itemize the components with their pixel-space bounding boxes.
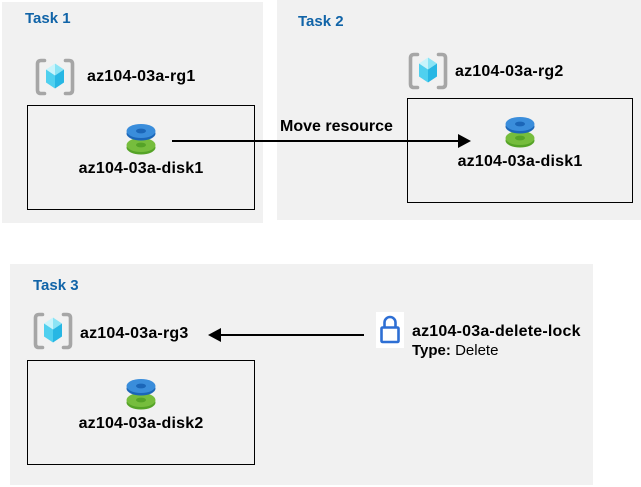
delete-lock-text: az104-03a-delete-lock Type: Delete <box>412 322 581 360</box>
managed-disk-icon <box>126 124 156 155</box>
delete-lock-arrow-line <box>219 334 364 336</box>
lock-icon <box>376 312 404 348</box>
managed-disk-icon <box>505 117 535 148</box>
delete-lock-type-value: Delete <box>450 342 499 359</box>
task2-title: Task 2 <box>298 13 344 30</box>
resource-group-icon <box>35 58 75 96</box>
task1-disk-box: az104-03a-disk1 <box>27 105 255 210</box>
delete-lock-arrowhead-icon <box>208 328 221 342</box>
task3-resource-group-label: az104-03a-rg3 <box>80 325 189 342</box>
managed-disk-icon <box>126 379 156 410</box>
task1-disk-label: az104-03a-disk1 <box>78 160 204 177</box>
task2-disk-label: az104-03a-disk1 <box>457 153 583 170</box>
task2-resource-group-label: az104-03a-rg2 <box>455 63 564 80</box>
lock-glyph-icon <box>380 315 400 344</box>
task1-panel: Task 1 az104-03a-rg1 az104-03a-disk1 <box>2 2 263 223</box>
task1-resource-group-label: az104-03a-rg1 <box>87 68 196 85</box>
move-resource-arrowhead-icon <box>458 134 471 148</box>
move-resource-arrow-line <box>172 140 460 142</box>
resource-group-icon <box>33 312 73 350</box>
task2-disk-box: az104-03a-disk1 <box>407 98 633 203</box>
task3-disk-box: az104-03a-disk2 <box>27 360 255 465</box>
delete-lock-type-key: Type: <box>412 342 451 359</box>
task3-disk-label: az104-03a-disk2 <box>78 415 204 432</box>
task2-panel: Task 2 az104-03a-rg2 az104-03a-disk1 <box>277 0 641 220</box>
delete-lock-name: az104-03a-delete-lock <box>412 323 581 340</box>
task3-title: Task 3 <box>33 277 79 294</box>
delete-lock-type: Type: Delete <box>412 341 581 360</box>
move-resource-label: Move resource <box>280 118 393 135</box>
task3-panel: Task 3 az104-03a-rg3 az104-03a-disk2 az1… <box>10 264 593 485</box>
resource-group-icon <box>408 52 448 90</box>
task1-title: Task 1 <box>25 10 71 27</box>
